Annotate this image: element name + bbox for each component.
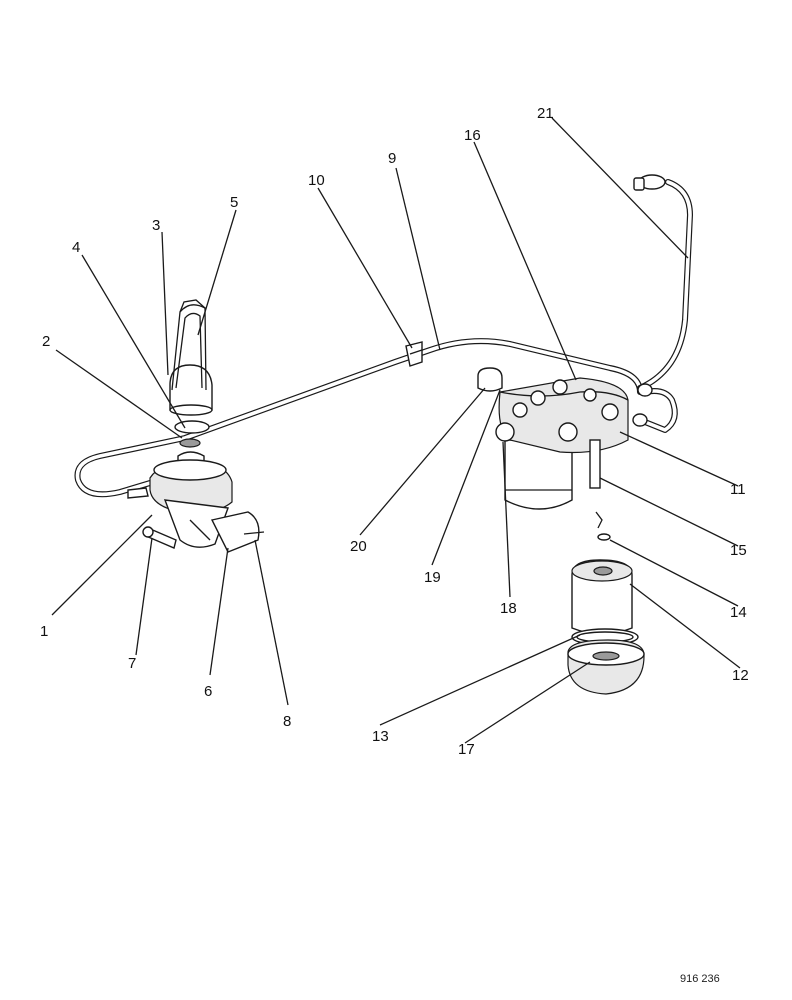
callout-1: 1: [40, 623, 48, 640]
banjo-fitting-21: [632, 174, 666, 427]
callout-13: 13: [372, 728, 389, 745]
priming-lever-8: [210, 511, 260, 553]
bolt-18: [495, 422, 515, 442]
callout-2: 2: [42, 333, 50, 350]
figure-number: 916 236: [680, 973, 720, 985]
callout-9: 9: [388, 150, 396, 167]
callout-15: 15: [730, 542, 747, 559]
callout-4: 4: [72, 239, 80, 256]
callout-11: 11: [730, 481, 746, 498]
callout-14: 14: [730, 604, 747, 621]
callout-20: 20: [350, 538, 367, 555]
pipe-clip-10: [405, 341, 423, 367]
fuel-pipe-return-21: [637, 179, 693, 433]
fuel-filter-assembly: [477, 367, 645, 695]
filter-gauze-2: [179, 438, 201, 448]
callout-labels: 1 2 3 4 5 6 7 8 9 10 11 12 13 14 15 16 1…: [40, 105, 749, 758]
fuel-lift-pump: [127, 299, 265, 553]
centre-bolt-15: [589, 439, 601, 489]
callout-5: 5: [230, 194, 238, 211]
outlet-fitting-1: [127, 487, 149, 499]
callout-10: 10: [308, 172, 325, 189]
callout-3: 3: [152, 217, 160, 234]
callout-12: 12: [732, 667, 749, 684]
plug-20: [477, 367, 503, 392]
callout-6: 6: [204, 683, 212, 700]
callout-17: 17: [458, 741, 475, 758]
callout-16: 16: [464, 127, 481, 144]
leader-lines: [51, 117, 741, 744]
callout-7: 7: [128, 655, 136, 672]
washer-14: [597, 533, 611, 541]
callout-18: 18: [500, 600, 517, 617]
callout-19: 19: [424, 569, 441, 586]
sealing-ring-4: [174, 420, 210, 434]
callout-8: 8: [283, 713, 291, 730]
callout-21: 21: [537, 105, 554, 122]
